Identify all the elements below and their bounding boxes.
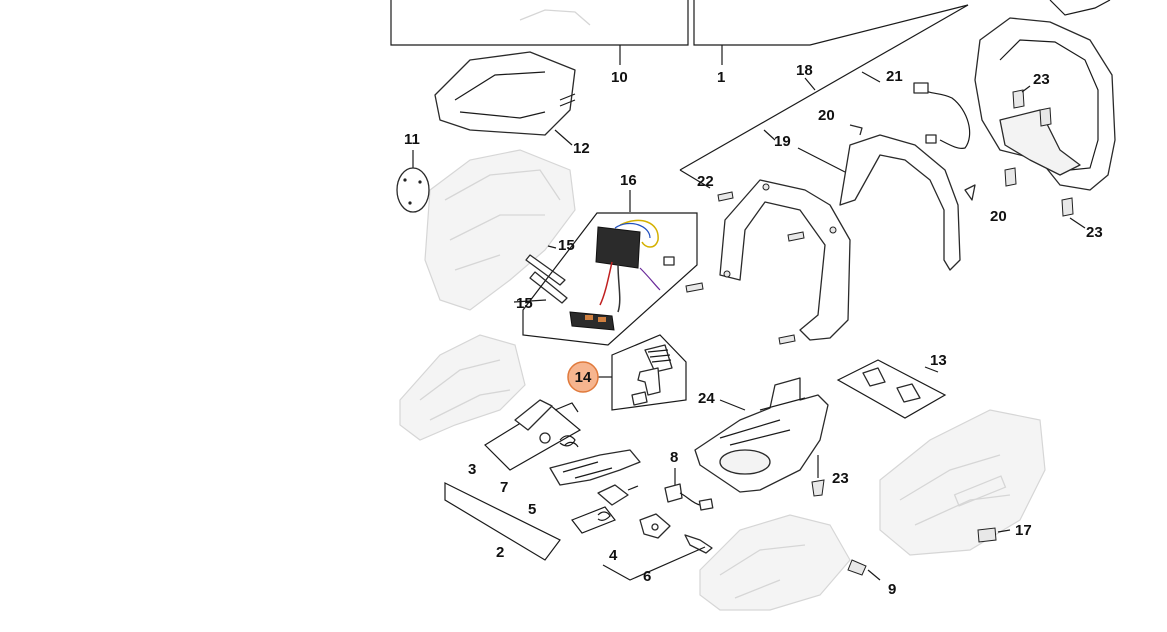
callout-16: 16 [620, 172, 637, 189]
callout-23-lower: 23 [832, 470, 849, 487]
callout-labels: 1 2 3 4 5 6 7 8 9 10 11 12 13 15 15 16 1… [404, 62, 1103, 598]
part-12-top-cover [434, 51, 576, 146]
callout-10: 10 [611, 69, 628, 86]
callout-21: 21 [886, 68, 903, 85]
handle-assembly-group [679, 4, 976, 345]
part-24-tray [694, 377, 829, 493]
callout-11: 11 [404, 131, 420, 148]
callout-12: 12 [573, 140, 590, 157]
callout-22: 22 [697, 173, 714, 190]
callout-6: 6 [643, 568, 651, 585]
callout-18: 18 [796, 62, 813, 79]
ghost-housing-left-upper [424, 149, 576, 311]
callout-23-top: 23 [1033, 71, 1050, 88]
callout-20-upper: 20 [818, 107, 835, 124]
callout-9: 9 [888, 581, 896, 598]
callout-4: 4 [609, 547, 618, 564]
callout-1: 1 [717, 69, 725, 86]
part-11-round-plate [396, 150, 430, 213]
callout-20-right: 20 [990, 208, 1007, 225]
callout-14: 14 [575, 369, 592, 386]
part-13-pads [836, 359, 947, 419]
part-8-connector [664, 468, 714, 511]
part-9-screw [847, 559, 881, 581]
ghost-housing-bottom [699, 514, 851, 611]
callout-8: 8 [670, 449, 678, 466]
part-16-electronics-group [522, 190, 698, 346]
part-14-switch [598, 334, 687, 411]
callout-3: 3 [468, 461, 476, 478]
group-bracket-1 [693, 0, 969, 65]
callout-15-upper: 15 [558, 237, 575, 254]
callout-5: 5 [528, 501, 536, 518]
callout-15-lower: 15 [516, 295, 533, 312]
rear-handle-frame [974, 0, 1116, 229]
part-17-screw [977, 527, 1011, 543]
callout-14-circle [567, 361, 599, 393]
callout-17: 17 [1015, 522, 1032, 539]
ghost-housing-right [879, 409, 1046, 556]
group-bracket-10 [390, 0, 689, 65]
ghost-housing-left-lower [399, 334, 526, 441]
callout-24: 24 [698, 390, 715, 407]
callout-7: 7 [500, 479, 508, 496]
part-23-screw-lower [811, 455, 825, 497]
callout-13: 13 [930, 352, 947, 369]
callout-14-highlight: 14 [567, 361, 599, 393]
callout-23-right: 23 [1086, 224, 1103, 241]
lower-mechanics-group [444, 399, 713, 581]
callout-19: 19 [774, 133, 791, 150]
callout-2: 2 [496, 544, 504, 561]
